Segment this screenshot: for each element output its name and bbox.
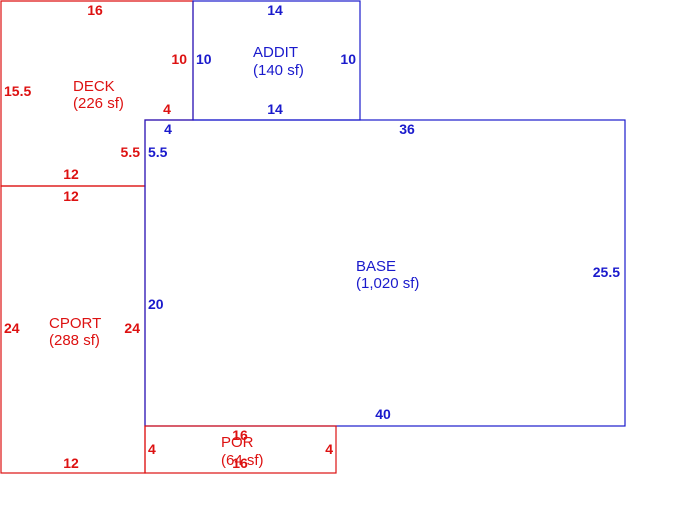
cport-dim-bottom: 12 bbox=[63, 455, 79, 471]
addit-dim-left: 10 bbox=[196, 51, 212, 67]
cport-dim-right: 24 bbox=[124, 320, 140, 336]
base-dim-left: 20 bbox=[148, 296, 164, 312]
deck-dim-right-upper: 10 bbox=[171, 51, 187, 67]
deck-dim-left: 15.5 bbox=[4, 83, 31, 99]
por-name: POR bbox=[221, 434, 254, 451]
base-name: BASE bbox=[356, 258, 396, 275]
cport-dim-top: 12 bbox=[63, 188, 79, 204]
addit-dim-top: 14 bbox=[267, 2, 283, 18]
addit-name: ADDIT bbox=[253, 44, 298, 61]
addit-dim-right: 10 bbox=[340, 51, 356, 67]
deck-dim-inner-right: 5.5 bbox=[121, 144, 141, 160]
base-dim-top-left: 4 bbox=[164, 121, 172, 137]
deck-dim-top: 16 bbox=[87, 2, 103, 18]
base-dim-left-upper: 5.5 bbox=[148, 144, 168, 160]
base-dim-top: 36 bbox=[399, 121, 415, 137]
por-area: (64 sf) bbox=[221, 452, 264, 469]
base-dim-bottom: 40 bbox=[375, 406, 391, 422]
cport-area: (288 sf) bbox=[49, 332, 100, 349]
deck-dim-bottom: 12 bbox=[63, 166, 79, 182]
por-dim-left: 4 bbox=[148, 441, 156, 457]
por-dim-right: 4 bbox=[325, 441, 333, 457]
deck-name: DECK bbox=[73, 78, 115, 95]
deck-dim-right-lower: 4 bbox=[163, 101, 171, 117]
cport-name: CPORT bbox=[49, 315, 101, 332]
cport-dim-left: 24 bbox=[4, 320, 20, 336]
por-outline bbox=[144, 425, 337, 474]
base-outline bbox=[144, 119, 626, 427]
base-dim-right: 25.5 bbox=[593, 264, 620, 280]
base-area: (1,020 sf) bbox=[356, 275, 419, 292]
por-dim-top: 16 bbox=[232, 427, 248, 443]
deck-area: (226 sf) bbox=[73, 95, 124, 112]
addit-dim-bottom: 14 bbox=[267, 101, 283, 117]
por-dim-bottom: 16 bbox=[232, 455, 248, 471]
addit-area: (140 sf) bbox=[253, 62, 304, 79]
